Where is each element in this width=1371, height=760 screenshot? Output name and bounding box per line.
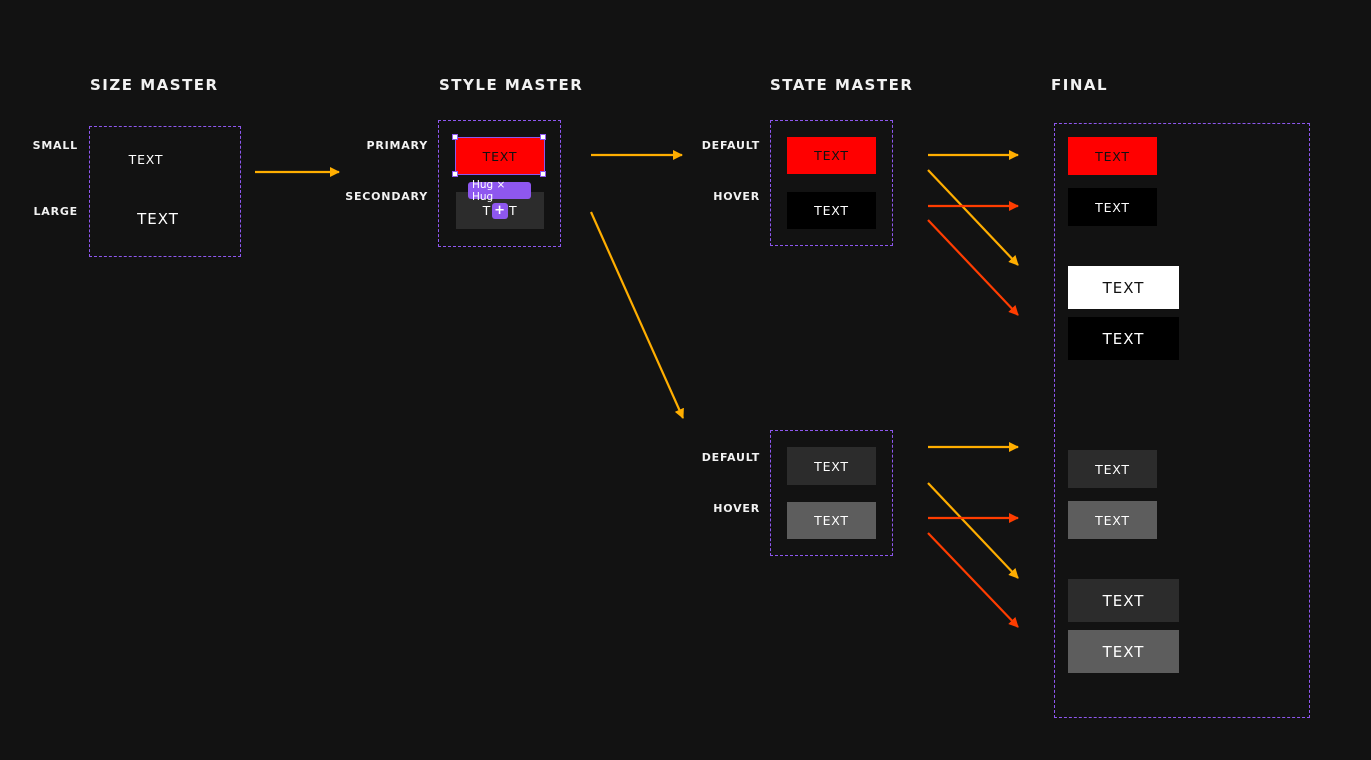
state-primary-hover-button[interactable]: TEXT (787, 192, 876, 229)
style-master-heading: STYLE MASTER (439, 76, 584, 94)
final-heading: FINAL (1051, 76, 1109, 94)
resize-handle-bottom-left-icon[interactable] (452, 171, 458, 177)
arrow-secondary-default-to-large (927, 482, 1019, 579)
size-small-button[interactable]: TEXT (128, 151, 164, 167)
size-large-label: LARGE (33, 205, 78, 218)
state-secondary-default-label: DEFAULT (701, 451, 760, 464)
state-secondary-default-button[interactable]: TEXT (787, 447, 876, 485)
state-primary-default-button[interactable]: TEXT (787, 137, 876, 174)
hug-size-tag[interactable]: Hug × Hug (468, 179, 531, 203)
arrow-secondary-hover-to-large (927, 532, 1019, 628)
final-secondary-small-hover[interactable]: TEXT (1068, 501, 1157, 539)
plus-icon[interactable]: + (492, 202, 508, 219)
size-master-heading: SIZE MASTER (90, 76, 219, 94)
final-frame[interactable]: TEXT TEXT TEXT TEXT TEXT TEXT TEXT TEXT (1054, 123, 1310, 718)
size-small-label: SMALL (32, 139, 78, 152)
state-master-secondary-frame[interactable]: TEXT TEXT (770, 430, 893, 556)
secondary-text-left: T (482, 203, 491, 218)
arrow-primary-default-to-large (927, 169, 1019, 266)
final-primary-small-hover[interactable]: TEXT (1068, 188, 1157, 226)
arrow-style-to-state-secondary (589, 211, 685, 419)
resize-handle-top-right-icon[interactable] (540, 134, 546, 140)
resize-handle-bottom-right-icon[interactable] (540, 171, 546, 177)
final-primary-large-hover[interactable]: TEXT (1068, 317, 1179, 360)
final-primary-small-default[interactable]: TEXT (1068, 137, 1157, 175)
state-master-heading: STATE MASTER (770, 76, 914, 94)
style-secondary-label: SECONDARY (345, 190, 428, 203)
final-secondary-small-default[interactable]: TEXT (1068, 450, 1157, 488)
size-master-frame[interactable]: TEXT TEXT (89, 126, 241, 257)
resize-handle-top-left-icon[interactable] (452, 134, 458, 140)
final-primary-large-default[interactable]: TEXT (1068, 266, 1179, 309)
style-primary-label: PRIMARY (366, 139, 428, 152)
final-secondary-large-default[interactable]: TEXT (1068, 579, 1179, 622)
state-primary-hover-label: HOVER (713, 190, 760, 203)
secondary-text-right: T (509, 203, 518, 218)
arrow-primary-hover-to-large (927, 219, 1019, 316)
state-primary-default-label: DEFAULT (701, 139, 760, 152)
state-secondary-hover-button[interactable]: TEXT (787, 502, 876, 539)
final-secondary-large-hover[interactable]: TEXT (1068, 630, 1179, 673)
style-primary-button[interactable]: TEXT (455, 137, 545, 175)
state-master-primary-frame[interactable]: TEXT TEXT (770, 120, 893, 246)
style-master-frame[interactable]: T + T TEXT Hug × Hug (438, 120, 561, 247)
size-large-button[interactable]: TEXT (137, 210, 179, 228)
state-secondary-hover-label: HOVER (713, 502, 760, 515)
